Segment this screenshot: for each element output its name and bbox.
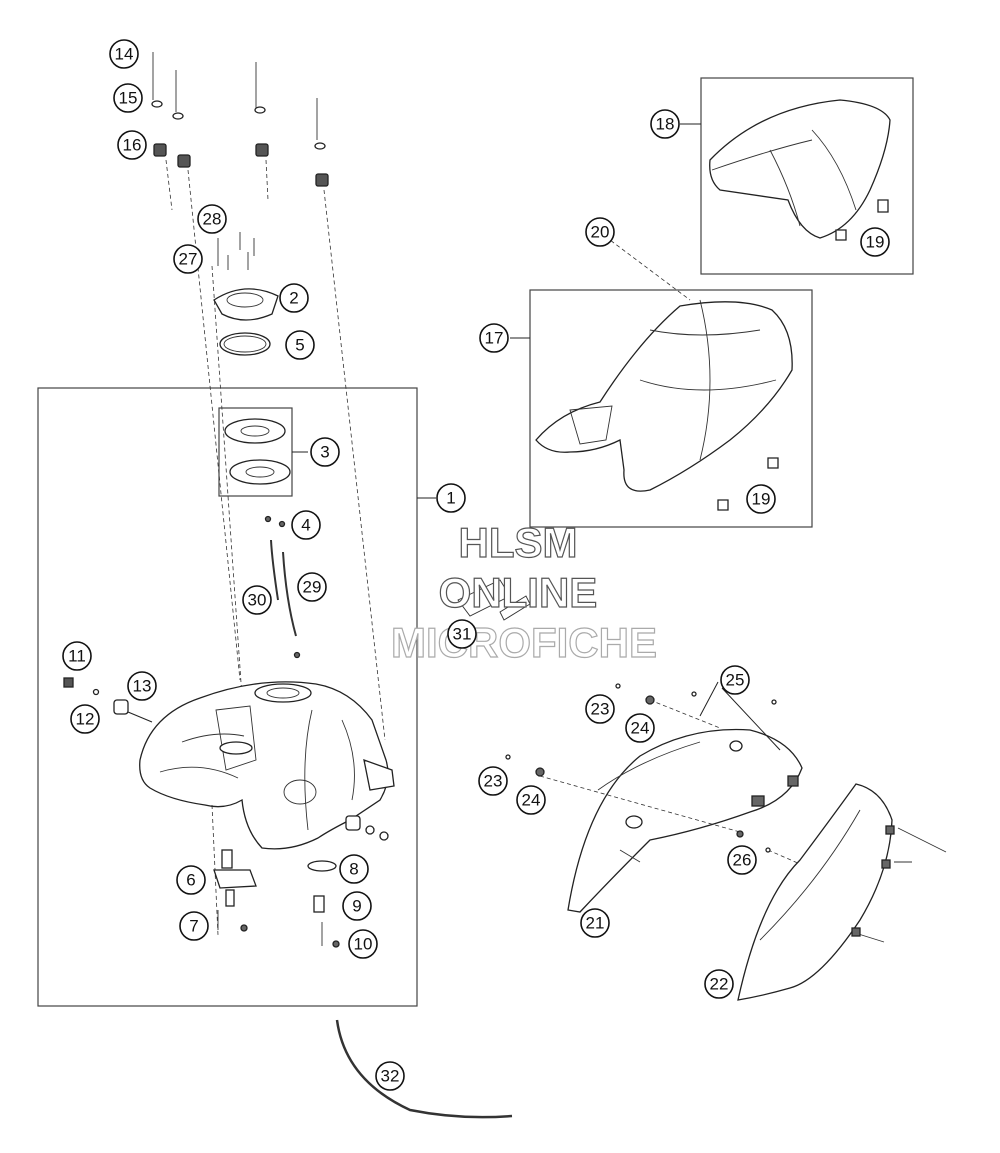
svg-text:23: 23	[591, 700, 610, 719]
svg-text:14: 14	[115, 45, 134, 64]
rider-seat	[535, 227, 793, 511]
fuel-tap-assembly	[211, 804, 389, 948]
svg-text:7: 7	[189, 917, 198, 936]
svg-text:22: 22	[710, 975, 729, 994]
fuel-tank-group-frame	[37, 387, 418, 1007]
watermark-line-1: HLSM	[459, 519, 578, 566]
tank-mounting-bolts	[151, 52, 386, 741]
svg-text:6: 6	[186, 871, 195, 890]
rear-fender	[539, 699, 803, 913]
svg-text:21: 21	[586, 914, 605, 933]
callout-2: 2	[279, 283, 309, 313]
svg-text:4: 4	[301, 516, 310, 535]
label-sticker	[457, 579, 531, 621]
svg-text:30: 30	[248, 591, 267, 610]
side-mount-hardware	[63, 677, 153, 723]
svg-text:18: 18	[656, 115, 675, 134]
breather-hose	[335, 1019, 513, 1119]
callout-27: 27	[173, 244, 203, 274]
callout-22: 22	[704, 969, 734, 999]
svg-text:11: 11	[68, 647, 86, 666]
callout-30: 30	[242, 585, 272, 615]
callout-5: 5	[285, 330, 315, 360]
callout-3: 3	[310, 437, 340, 467]
svg-text:29: 29	[303, 578, 322, 597]
svg-text:1: 1	[446, 489, 455, 508]
svg-text:32: 32	[381, 1067, 400, 1086]
svg-text:24: 24	[631, 719, 650, 738]
callout-23-lower: 23	[478, 766, 508, 796]
svg-text:10: 10	[354, 935, 373, 954]
callout-9: 9	[342, 891, 372, 921]
callout-29: 29	[297, 572, 327, 602]
side-cover	[737, 783, 947, 1001]
passenger-seat-group-frame	[700, 77, 914, 275]
watermark-line-2: ONLINE	[439, 569, 598, 616]
svg-text:9: 9	[352, 897, 361, 916]
pump-flange-gaskets	[224, 418, 291, 485]
svg-text:25: 25	[726, 671, 745, 690]
svg-text:8: 8	[349, 860, 358, 879]
callout-6: 6	[176, 865, 206, 895]
callout-24-upper: 24	[625, 713, 655, 743]
callout-25: 25	[720, 665, 750, 695]
svg-text:3: 3	[320, 443, 329, 462]
svg-text:5: 5	[295, 336, 304, 355]
svg-text:15: 15	[119, 89, 138, 108]
leader-lines	[292, 123, 781, 751]
passenger-seat	[709, 99, 891, 241]
fuel-cap-assembly	[211, 232, 279, 741]
callout-23-upper: 23	[585, 694, 615, 724]
callout-21: 21	[580, 908, 610, 938]
callout-10: 10	[348, 929, 378, 959]
svg-text:12: 12	[76, 710, 95, 729]
watermark-line-3: MICROFICHE	[391, 619, 657, 666]
svg-text:23: 23	[484, 772, 503, 791]
callout-1: 1	[436, 483, 466, 513]
svg-text:17: 17	[485, 329, 504, 348]
svg-text:24: 24	[522, 791, 541, 810]
svg-text:19: 19	[866, 233, 885, 252]
callouts: 14 15 16 28 27 2 5 3 1 4 30 29 11 13 12 …	[62, 39, 890, 1091]
callout-13: 13	[127, 671, 157, 701]
callout-28: 28	[197, 204, 227, 234]
callout-17: 17	[479, 323, 509, 353]
callout-24-lower: 24	[516, 785, 546, 815]
rider-seat-group-frame	[529, 289, 813, 528]
callout-20: 20	[585, 217, 615, 247]
callout-7: 7	[179, 911, 209, 941]
callout-15: 15	[113, 83, 143, 113]
callout-4: 4	[291, 510, 321, 540]
hoses-and-small-parts	[264, 515, 301, 659]
svg-text:16: 16	[123, 136, 142, 155]
callout-26: 26	[727, 845, 757, 875]
callout-12: 12	[70, 704, 100, 734]
svg-text:19: 19	[752, 490, 771, 509]
callout-8: 8	[339, 854, 369, 884]
svg-text:2: 2	[289, 289, 298, 308]
watermark: HLSM ONLINE MICROFICHE	[390, 518, 657, 666]
fender-screws	[505, 224, 777, 853]
fuel-tank	[139, 681, 395, 850]
callout-18: 18	[650, 109, 680, 139]
callout-14: 14	[109, 39, 139, 69]
callout-16: 16	[117, 130, 147, 160]
svg-text:31: 31	[453, 625, 472, 644]
callout-31: 31	[447, 619, 477, 649]
svg-text:26: 26	[733, 851, 752, 870]
svg-text:28: 28	[203, 210, 222, 229]
svg-text:13: 13	[133, 677, 152, 696]
callout-32: 32	[375, 1061, 405, 1091]
callout-11: 11	[62, 641, 92, 671]
callout-19-passenger: 19	[860, 227, 890, 257]
svg-text:27: 27	[179, 250, 198, 269]
svg-text:20: 20	[591, 223, 610, 242]
callout-19-rider: 19	[746, 484, 776, 514]
